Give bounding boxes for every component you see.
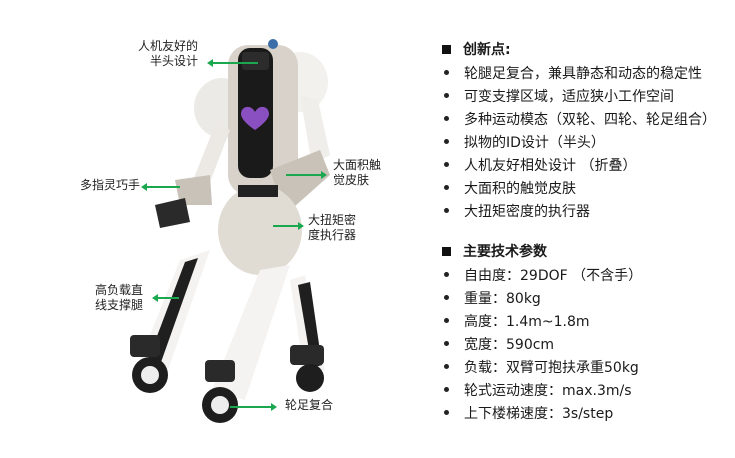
arrow-actuator xyxy=(273,222,304,230)
bullet-icon xyxy=(444,185,449,190)
list-item: 大面积的触觉皮肤 xyxy=(440,176,730,199)
bullet-icon xyxy=(444,139,449,144)
callout-actuator: 大扭矩密 度执行器 xyxy=(308,213,357,242)
square-bullet-icon xyxy=(442,246,451,256)
innovation-heading: 创新点: xyxy=(440,38,730,60)
arrow-skin xyxy=(286,171,327,179)
callout-skin: 大面积触 觉皮肤 xyxy=(333,158,382,187)
callout-hand: 多指灵巧手 xyxy=(80,178,141,192)
callout-leg: 高负载直 线支撑腿 xyxy=(95,283,144,312)
bullet-icon xyxy=(444,387,449,392)
list-item: 轮腿足复合，兼具静态和动态的稳定性 xyxy=(440,61,730,84)
bullet-icon xyxy=(444,295,449,300)
list-item: 多种运动模态（双轮、四轮、轮足组合） xyxy=(440,107,730,130)
bullet-icon xyxy=(444,318,449,323)
bullet-icon xyxy=(444,341,449,346)
list-item: 拟物的ID设计（半头） xyxy=(440,130,730,153)
arrow-leg xyxy=(152,294,179,302)
arrow-hand xyxy=(141,183,180,191)
bullet-icon xyxy=(444,116,449,121)
list-item: 大扭矩密度的执行器 xyxy=(440,199,730,222)
bullet-icon xyxy=(444,364,449,369)
spec-item: 负载：双臂可抱扶承重50kg xyxy=(440,355,730,378)
bullet-icon xyxy=(444,70,449,75)
bullet-icon xyxy=(444,208,449,213)
spec-item: 高度：1.4m~1.8m xyxy=(440,309,730,332)
spec-item: 宽度：590cm xyxy=(440,332,730,355)
list-item: 人机友好相处设计 （折叠） xyxy=(440,153,730,176)
callout-head: 人机友好的 半头设计 xyxy=(138,39,199,68)
robot-image xyxy=(130,39,330,423)
specs-heading: 主要技术参数 xyxy=(440,240,730,262)
bullet-icon xyxy=(444,410,449,415)
list-item: 可变支撑区域，适应狭小工作空间 xyxy=(440,84,730,107)
spec-item: 自由度：29DOF （不含手） xyxy=(440,263,730,286)
info-panel: 创新点: 轮腿足复合，兼具静态和动态的稳定性 可变支撑区域，适应狭小工作空间 多… xyxy=(440,38,730,424)
spec-item: 轮式运动速度：max.3m/s xyxy=(440,378,730,401)
bullet-icon xyxy=(444,93,449,98)
callout-wheel: 轮足复合 xyxy=(285,398,334,412)
spec-item: 上下楼梯速度：3s/step xyxy=(440,401,730,424)
arrow-wheel xyxy=(230,403,277,411)
arrow-head xyxy=(207,59,258,67)
bullet-icon xyxy=(444,272,449,277)
spec-item: 重量：80kg xyxy=(440,286,730,309)
square-bullet-icon xyxy=(442,44,451,54)
bullet-icon xyxy=(444,162,449,167)
